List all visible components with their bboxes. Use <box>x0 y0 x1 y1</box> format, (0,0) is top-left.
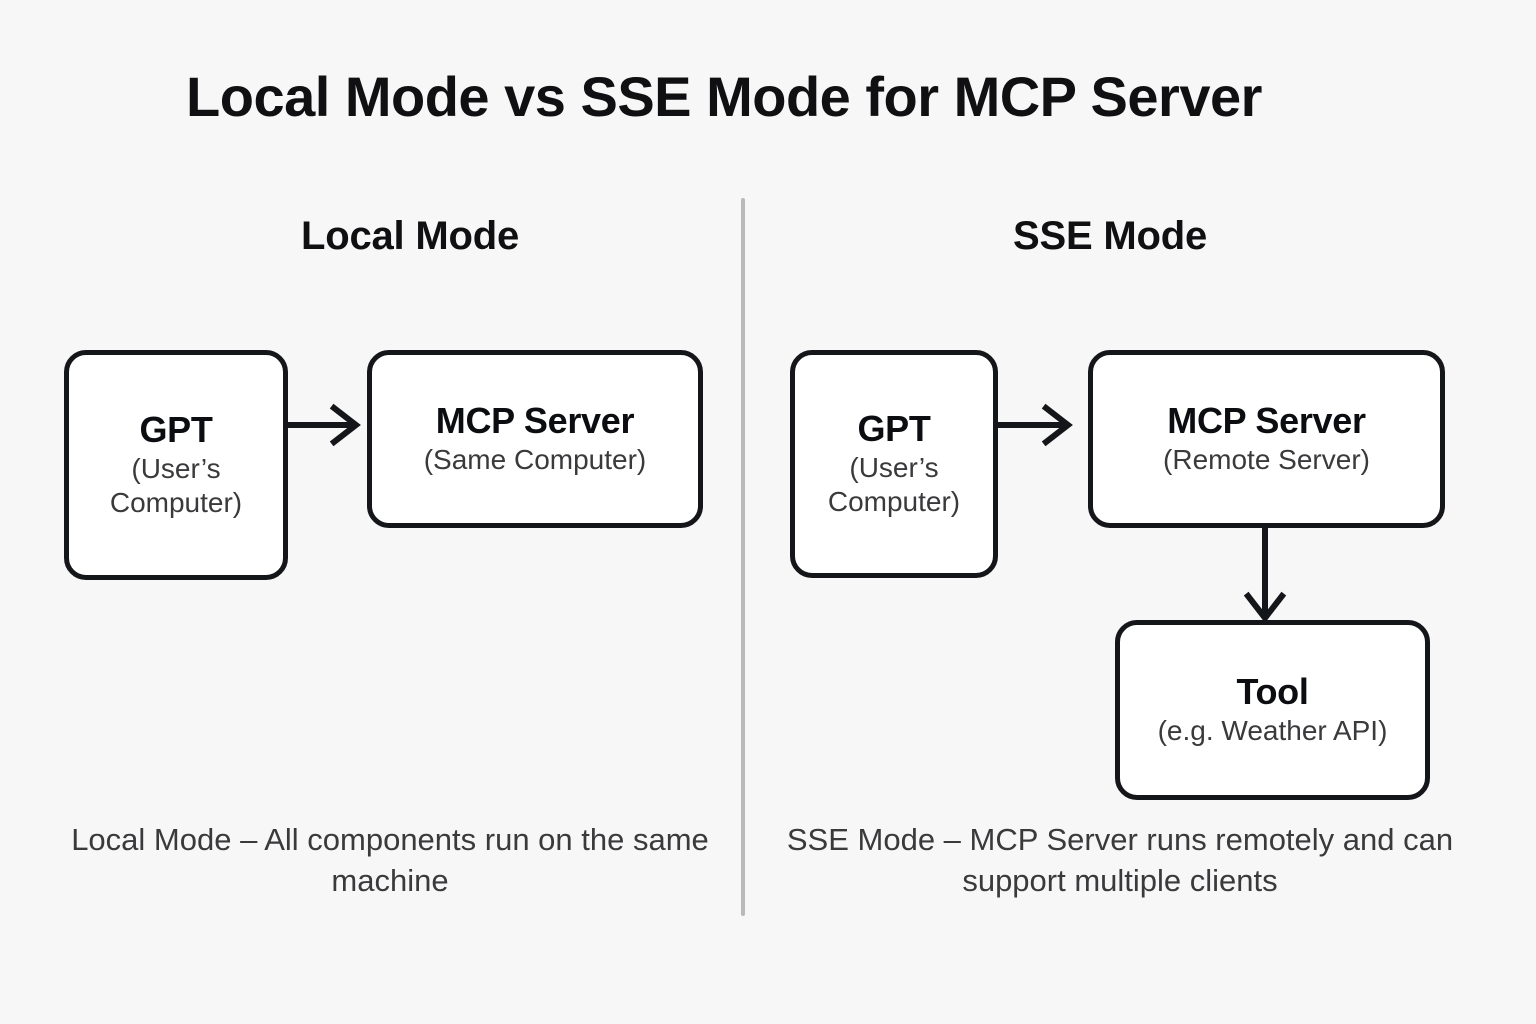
node-sse-tool[interactable]: Tool (e.g. Weather API) <box>1115 620 1430 800</box>
node-local-server[interactable]: MCP Server (Same Computer) <box>367 350 703 528</box>
node-sse-server-subtitle: (Remote Server) <box>1163 444 1370 476</box>
column-heading-sse: SSE Mode <box>1013 214 1207 258</box>
node-sse-tool-subtitle: (e.g. Weather API) <box>1157 715 1388 747</box>
node-local-gpt[interactable]: GPT (User’s Computer) <box>64 350 288 580</box>
node-sse-gpt-title: GPT <box>857 407 931 449</box>
column-heading-local: Local Mode <box>300 214 520 258</box>
node-local-gpt-title: GPT <box>139 408 213 450</box>
node-local-server-title: MCP Server <box>435 399 635 441</box>
node-local-server-subtitle: (Same Computer) <box>423 444 647 476</box>
node-local-gpt-subtitle: (User’s Computer) <box>109 453 243 519</box>
node-sse-tool-title: Tool <box>1236 670 1309 712</box>
page-title: Local Mode vs SSE Mode for MCP Server <box>186 65 1262 128</box>
node-sse-server-title: MCP Server <box>1167 399 1366 441</box>
arrow-sse-server-to-tool <box>1243 528 1287 623</box>
column-divider <box>741 198 745 916</box>
caption-local: Local Mode – All components run on the s… <box>71 822 709 898</box>
arrow-sse-gpt-to-server <box>998 403 1073 447</box>
node-sse-server[interactable]: MCP Server (Remote Server) <box>1088 350 1445 528</box>
arrow-local-gpt-to-server <box>288 403 361 447</box>
node-sse-gpt[interactable]: GPT (User’s Computer) <box>790 350 998 578</box>
node-sse-gpt-subtitle: (User’s Computer) <box>827 452 961 518</box>
caption-sse: SSE Mode – MCP Server runs remotely and … <box>786 822 1454 898</box>
